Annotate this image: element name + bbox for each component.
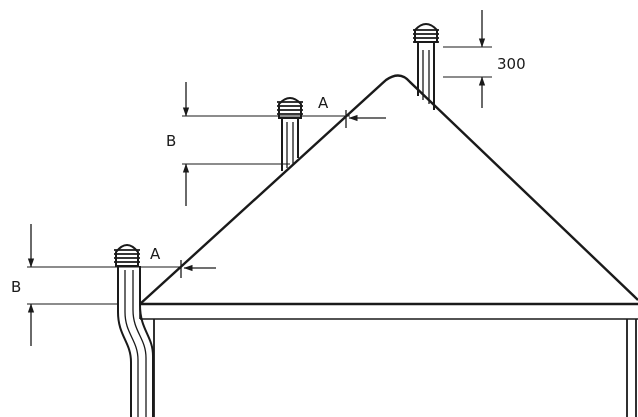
upper-b-label: B [166,132,176,150]
ridge-clearance-dimension: 300 [443,10,526,108]
lower-flue-dimensions: B A [11,224,216,346]
lower-b-label: B [11,278,21,296]
roof [139,74,638,417]
lower-flue-terminal [114,244,140,267]
lower-flue [114,244,154,417]
upper-a-label: A [318,94,329,112]
upper-flue [277,97,303,171]
ridge-flue [413,23,439,110]
ridge-flue-terminal [413,23,439,43]
lower-a-label: A [150,245,161,263]
upper-flue-terminal [277,97,303,119]
ridge-clearance-label: 300 [497,55,526,73]
upper-flue-dimensions: B A [166,82,386,206]
